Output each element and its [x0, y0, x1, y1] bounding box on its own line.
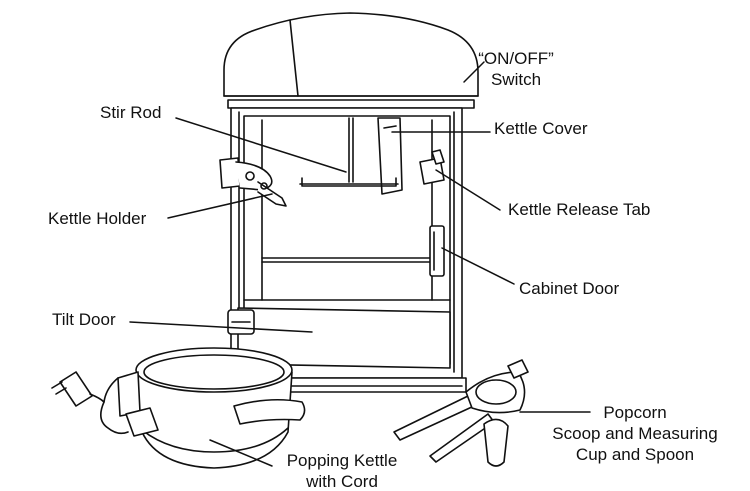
leader-cabinet-door — [441, 247, 515, 285]
leader-lines — [129, 61, 591, 467]
label-scoop-line2: Scoop and Measuring — [552, 424, 718, 443]
leader-stir-rod — [175, 117, 347, 173]
label-popping-kettle: Popping Kettle with Cord — [268, 450, 416, 491]
kettle-cover-part — [377, 117, 403, 195]
kettle-release-tab-part — [419, 149, 445, 185]
stir-rod-part — [299, 117, 399, 187]
cabinet-top — [223, 12, 479, 109]
leader-kettle-holder — [167, 193, 273, 219]
leader-tilt-door — [129, 321, 313, 333]
label-on-off-line1: “ON/OFF” — [478, 49, 554, 68]
label-cabinet-door: Cabinet Door — [519, 279, 620, 298]
leader-kettle-release — [435, 169, 501, 211]
label-kettle-line1: Popping Kettle — [286, 451, 398, 470]
label-on-off-line2: Switch — [490, 70, 542, 89]
label-stir-rod: Stir Rod — [100, 103, 162, 122]
scoop-spoon-part — [393, 359, 529, 467]
label-kettle-holder: Kettle Holder — [48, 209, 147, 228]
label-kettle-line2: with Cord — [306, 472, 378, 491]
label-tilt-door: Tilt Door — [52, 310, 116, 329]
leader-on-off — [463, 61, 485, 83]
label-scoop-line3: Cup and Spoon — [575, 445, 695, 464]
label-on-off-switch: “ON/OFF” Switch — [470, 48, 562, 90]
leader-kettle — [209, 439, 273, 467]
label-scoop-line1: Popcorn — [603, 403, 667, 422]
label-kettle-cover: Kettle Cover — [494, 119, 588, 138]
popping-kettle-part — [51, 347, 306, 469]
label-kettle-release-tab: Kettle Release Tab — [508, 200, 651, 219]
label-popcorn-scoop: Popcorn Scoop and Measuring Cup and Spoo… — [528, 402, 742, 465]
cabinet-door-handle — [429, 225, 445, 277]
